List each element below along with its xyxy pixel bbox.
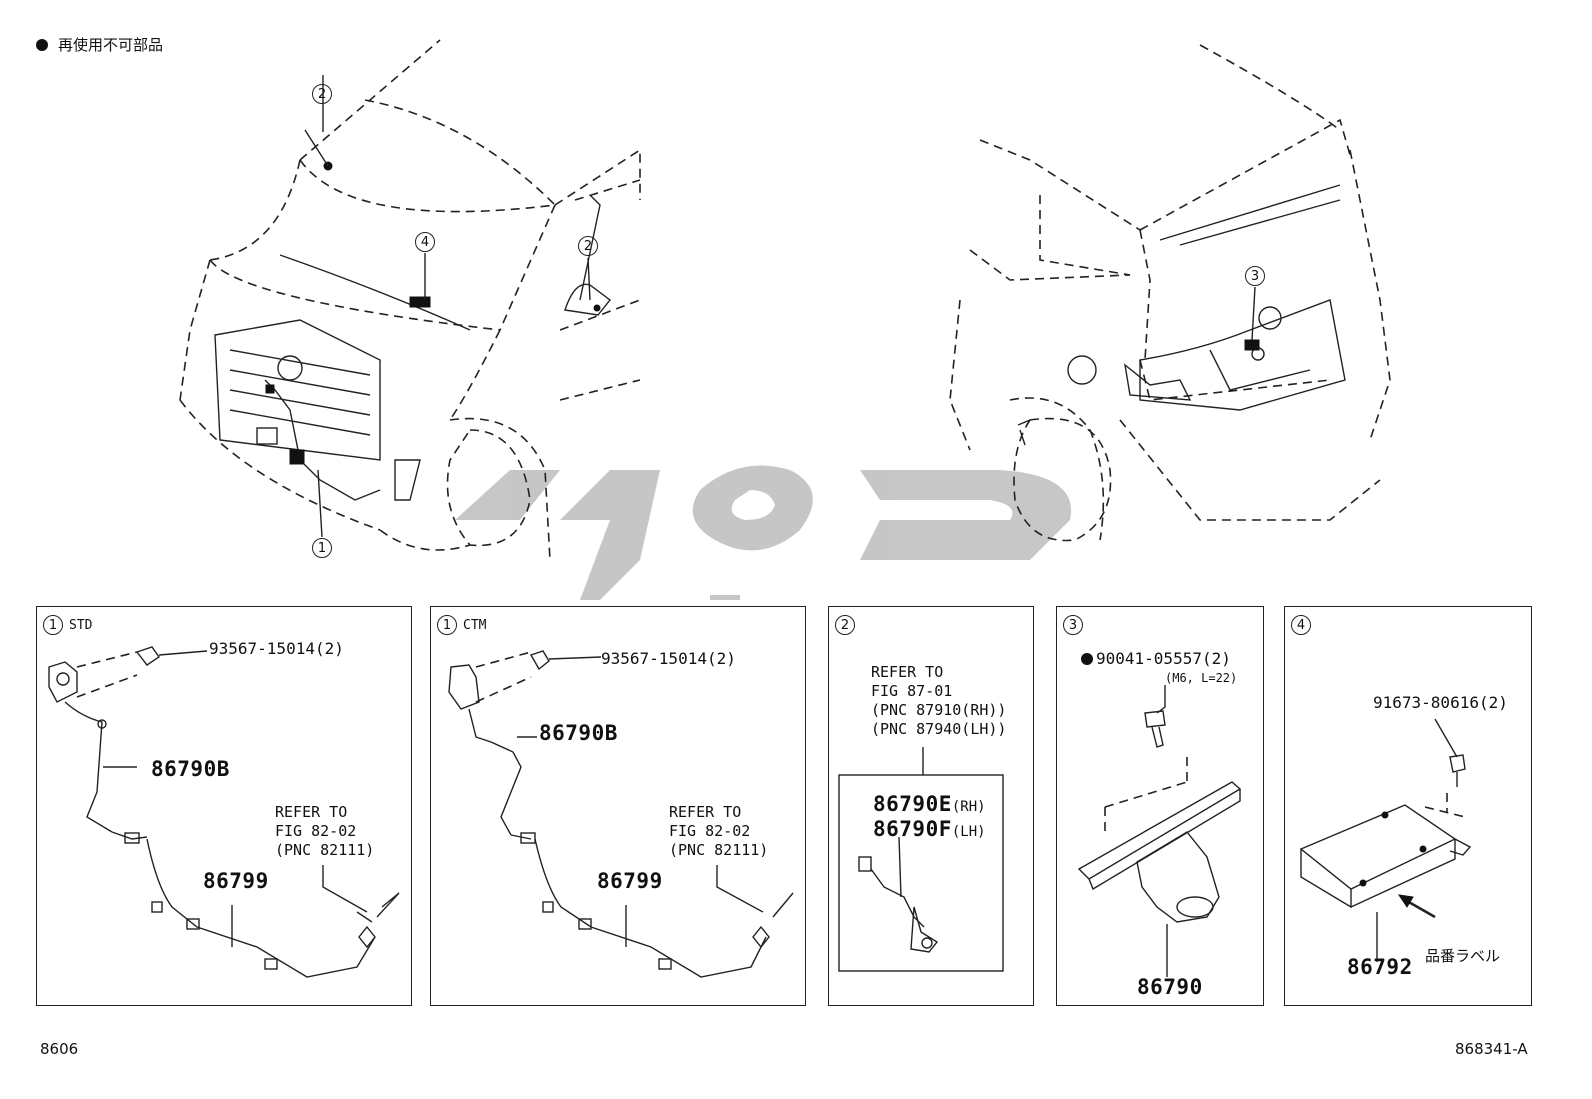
- non-reusable-dot-icon: [36, 38, 48, 51]
- lh-label: (LH): [951, 824, 986, 840]
- panel-rear-camera: 3 90041-05557(2) (M6, L=22) 86790: [1056, 606, 1264, 1006]
- panel-header: 1 STD: [43, 615, 92, 635]
- bolt-part-number: 90041-05557(2): [1096, 649, 1231, 668]
- rear-camera-drawing: [1077, 685, 1242, 977]
- part-number-rh: 86790E: [873, 792, 952, 816]
- legend-text: 再使用不可部品: [58, 36, 164, 54]
- callout-4-front: 4: [415, 232, 435, 252]
- illustration-id: 868341-A: [1455, 1040, 1528, 1058]
- panel-number: 2: [835, 615, 855, 635]
- rear-vehicle: [949, 44, 1391, 542]
- panel-header: 3: [1063, 615, 1083, 635]
- cable-part-number: 86790B: [539, 721, 618, 745]
- part-number-label-note: 品番ラベル: [1425, 947, 1501, 965]
- watermark-logo: [455, 465, 1072, 600]
- non-reusable-dot-icon: [1081, 652, 1093, 665]
- side-camera-drawing: [838, 747, 1004, 972]
- bolt-callout: 90041-05557(2): [1081, 649, 1231, 668]
- rh-label: (RH): [951, 799, 986, 815]
- camera-part-number: 86790: [1137, 975, 1203, 999]
- harness-part-number: 86799: [597, 869, 663, 893]
- cable-part-number: 86790B: [151, 757, 230, 781]
- bolt-part-number: 93567-15014(2): [209, 639, 344, 658]
- refer-note: REFER TO FIG 82-02 (PNC 82111): [669, 803, 769, 859]
- panel-camera-ecu: 4 91673-80616(2) 86792 品番ラベル: [1284, 606, 1532, 1006]
- bolt-part-number: 93567-15014(2): [601, 649, 736, 668]
- callout-3-rear: 3: [1245, 266, 1265, 286]
- panel-number: 4: [1291, 615, 1311, 635]
- panel-tag: STD: [69, 617, 93, 633]
- refer-note: REFER TO FIG 87-01 (PNC 87910(RH)) (PNC …: [871, 663, 1007, 738]
- ecu-part-number: 86792: [1347, 955, 1413, 979]
- callout-2-front-left: 2: [312, 84, 332, 104]
- legend: 再使用不可部品: [36, 34, 163, 55]
- panel-ctm-front-camera: 1 CTM 93567-15014(2) 86790B 86799 REFER …: [430, 606, 806, 1006]
- callout-2-front-right: 2: [578, 236, 598, 256]
- panel-number: 1: [43, 615, 63, 635]
- part-number-lh: 86790F: [873, 817, 952, 841]
- panel-number: 3: [1063, 615, 1083, 635]
- panel-tag: CTM: [463, 617, 487, 633]
- front-vehicle: [179, 39, 641, 561]
- std-camera-drawing: [48, 646, 400, 978]
- panel-header: 4: [1291, 615, 1311, 635]
- figure-code: 8606: [40, 1040, 79, 1058]
- panel-std-front-camera: 1 STD 93567-15014(2) 86790B 86799 REFER …: [36, 606, 412, 1006]
- callout-1-front: 1: [312, 538, 332, 558]
- vehicle-illustration: [179, 39, 1391, 600]
- panel-side-camera: 2 REFER TO FIG 87-01 (PNC 87910(RH)) (PN…: [828, 606, 1034, 1006]
- refer-note: REFER TO FIG 82-02 (PNC 82111): [275, 803, 375, 859]
- bolt-spec: (M6, L=22): [1165, 671, 1238, 685]
- bolt-part-number: 91673-80616(2): [1373, 693, 1508, 712]
- panel-header: 1 CTM: [437, 615, 486, 635]
- ecu-drawing: [1299, 718, 1472, 962]
- harness-part-number: 86799: [203, 869, 269, 893]
- part-numbers-rh-lh: 86790E(RH) 86790F(LH): [873, 793, 986, 843]
- panel-header: 2: [835, 615, 855, 635]
- panel-number: 1: [437, 615, 457, 635]
- ctm-camera-drawing: [448, 650, 794, 978]
